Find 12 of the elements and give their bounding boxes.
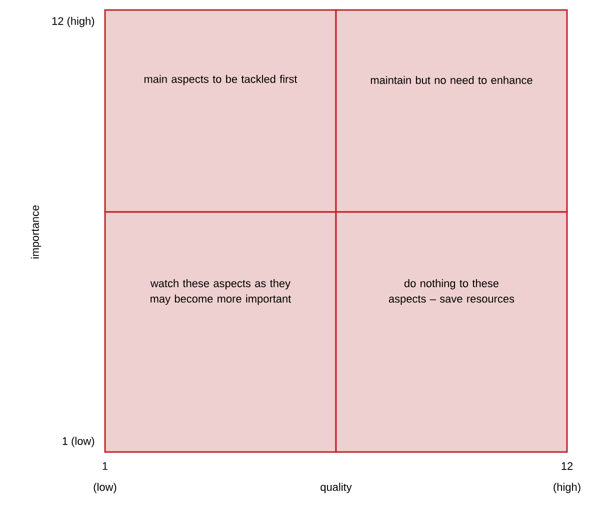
quadrant-box: do nothing to these aspects – save resources (335, 211, 568, 453)
axis-title: importance (30, 205, 42, 258)
axis-tick-label: 12 (562, 462, 573, 470)
quadrant-box: maintain but no need to enhance (335, 9, 568, 213)
axis-tick-label: (high) (554, 482, 580, 494)
axis-tick-label: 1 (low) (62, 436, 94, 448)
axis-tick-label: 1 (102, 462, 108, 470)
axis-tick-label: 12 (high) (52, 16, 94, 28)
axis-title: quality (320, 482, 352, 494)
quadrant-box: watch these aspects as they may become more important (104, 211, 337, 453)
quadrant-box: main aspects to be tackled first (104, 9, 337, 213)
axis-tick-label: (low) (94, 482, 116, 494)
